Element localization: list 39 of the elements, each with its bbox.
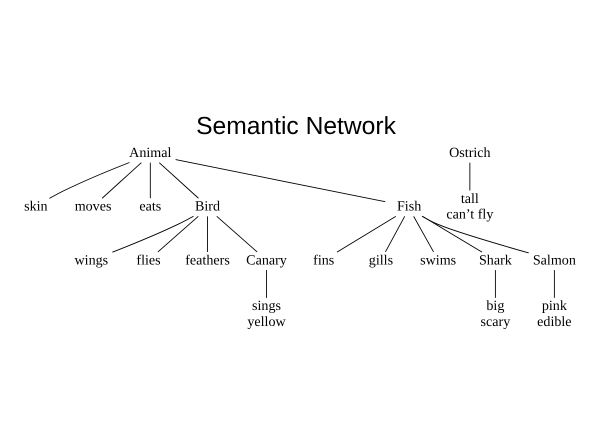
node-text: sings yellow bbox=[247, 298, 286, 330]
node-text: tall can’t fly bbox=[446, 190, 494, 223]
connector bbox=[554, 270, 555, 298]
connector bbox=[158, 162, 199, 199]
node-text: Salmon bbox=[532, 252, 576, 268]
connector bbox=[207, 216, 208, 252]
connector bbox=[422, 216, 530, 254]
node-text: Ostrich bbox=[449, 145, 491, 161]
connector bbox=[112, 216, 194, 253]
node-text: Bird bbox=[195, 198, 220, 215]
connector bbox=[384, 216, 406, 252]
connector bbox=[422, 216, 482, 253]
node-text: Animal bbox=[129, 145, 172, 161]
node-text: Fish bbox=[396, 198, 422, 215]
connector bbox=[102, 162, 142, 199]
node-text: skin bbox=[24, 198, 48, 215]
node-text: wings bbox=[74, 252, 108, 268]
node-text: moves bbox=[74, 198, 112, 215]
connector bbox=[216, 216, 258, 252]
node-text: gills bbox=[368, 252, 394, 268]
node-text: swims bbox=[420, 252, 456, 268]
node-text: flies bbox=[136, 252, 161, 268]
node-text: pink edible bbox=[537, 298, 572, 330]
node-text: Canary bbox=[246, 252, 287, 268]
connector bbox=[266, 270, 267, 298]
connector bbox=[469, 162, 470, 191]
diagram-title: Semantic Network bbox=[196, 112, 396, 140]
node-text: big scary bbox=[480, 298, 510, 330]
connector bbox=[336, 216, 396, 253]
connector bbox=[494, 270, 496, 298]
connector bbox=[413, 216, 434, 252]
connector bbox=[150, 162, 151, 199]
node-text: feathers bbox=[185, 252, 230, 268]
node-text: fins bbox=[313, 252, 334, 268]
connector bbox=[49, 162, 130, 199]
node-text: eats bbox=[139, 198, 162, 215]
connector bbox=[175, 159, 386, 202]
node-text: Shark bbox=[478, 252, 512, 268]
connector bbox=[157, 216, 199, 252]
